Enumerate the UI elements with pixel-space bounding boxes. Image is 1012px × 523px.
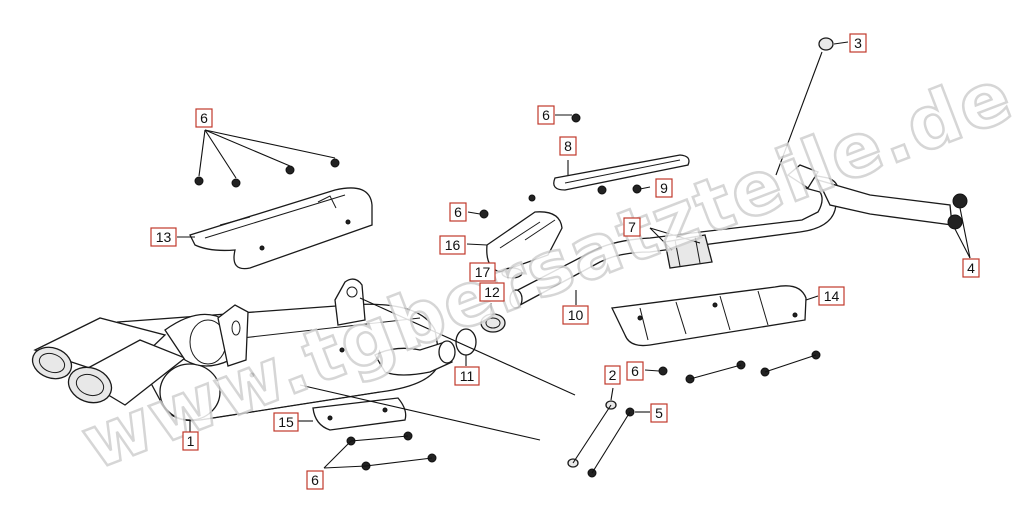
callout-15[interactable]: 15: [273, 412, 299, 432]
muffler-assembly: [31, 278, 456, 422]
callout-17[interactable]: 17: [469, 262, 496, 282]
heat-shield-16: [486, 211, 563, 273]
callout-6-bottom[interactable]: 6: [306, 470, 324, 490]
callout-10[interactable]: 10: [562, 305, 589, 325]
callout-number: 14: [824, 288, 840, 304]
callout-4[interactable]: 4: [962, 258, 980, 278]
callout-number: 6: [200, 110, 208, 126]
callout-number: 12: [484, 284, 500, 300]
callout-number: 2: [609, 367, 617, 383]
callout-number: 6: [311, 472, 319, 488]
callout-number: 6: [542, 107, 550, 123]
gasket-17: [501, 267, 523, 279]
callout-number: 4: [967, 260, 975, 276]
callout-11[interactable]: 11: [454, 366, 480, 386]
callout-9[interactable]: 9: [655, 178, 673, 198]
callout-number: 17: [475, 264, 491, 280]
callout-number: 11: [460, 368, 475, 384]
callout-number: 3: [854, 35, 862, 51]
callout-number: 7: [628, 219, 636, 235]
callout-3[interactable]: 3: [849, 33, 867, 53]
callout-6-bracket[interactable]: 6: [537, 105, 555, 125]
callout-2[interactable]: 2: [604, 365, 621, 385]
nut-4b: [947, 214, 963, 230]
callout-number: 6: [631, 363, 639, 379]
callout-8[interactable]: 8: [559, 136, 577, 156]
callout-number: 6: [454, 204, 462, 220]
heat-shield-15: [312, 397, 407, 431]
callout-16[interactable]: 16: [439, 235, 466, 255]
callout-13[interactable]: 13: [150, 227, 177, 247]
callout-6-top-left[interactable]: 6: [195, 108, 213, 128]
callout-number: 13: [156, 229, 172, 245]
callout-12[interactable]: 12: [479, 282, 505, 302]
heat-shield-14: [611, 285, 807, 347]
callout-7[interactable]: 7: [623, 217, 641, 237]
callout-6-shield[interactable]: 6: [449, 202, 467, 222]
callout-number: 15: [278, 414, 294, 430]
callout-number: 5: [655, 405, 663, 421]
gasket-3: [818, 37, 834, 51]
callout-number: 8: [564, 138, 572, 154]
callout-6-right[interactable]: 6: [626, 361, 644, 381]
front-exhaust-pipe: [509, 164, 953, 309]
callout-number: 10: [568, 307, 584, 323]
heat-shield-13: [189, 187, 373, 270]
leader-lines: [177, 41, 971, 474]
callout-5[interactable]: 5: [650, 403, 668, 423]
callout-number: 9: [660, 180, 668, 196]
nut-4a: [952, 193, 968, 209]
callout-number: 16: [445, 237, 461, 253]
callout-number: 1: [187, 433, 195, 449]
bracket-8: [553, 154, 690, 191]
seal-ring-12: [480, 313, 506, 333]
callout-1[interactable]: 1: [182, 431, 199, 451]
callout-14[interactable]: 14: [818, 286, 845, 306]
